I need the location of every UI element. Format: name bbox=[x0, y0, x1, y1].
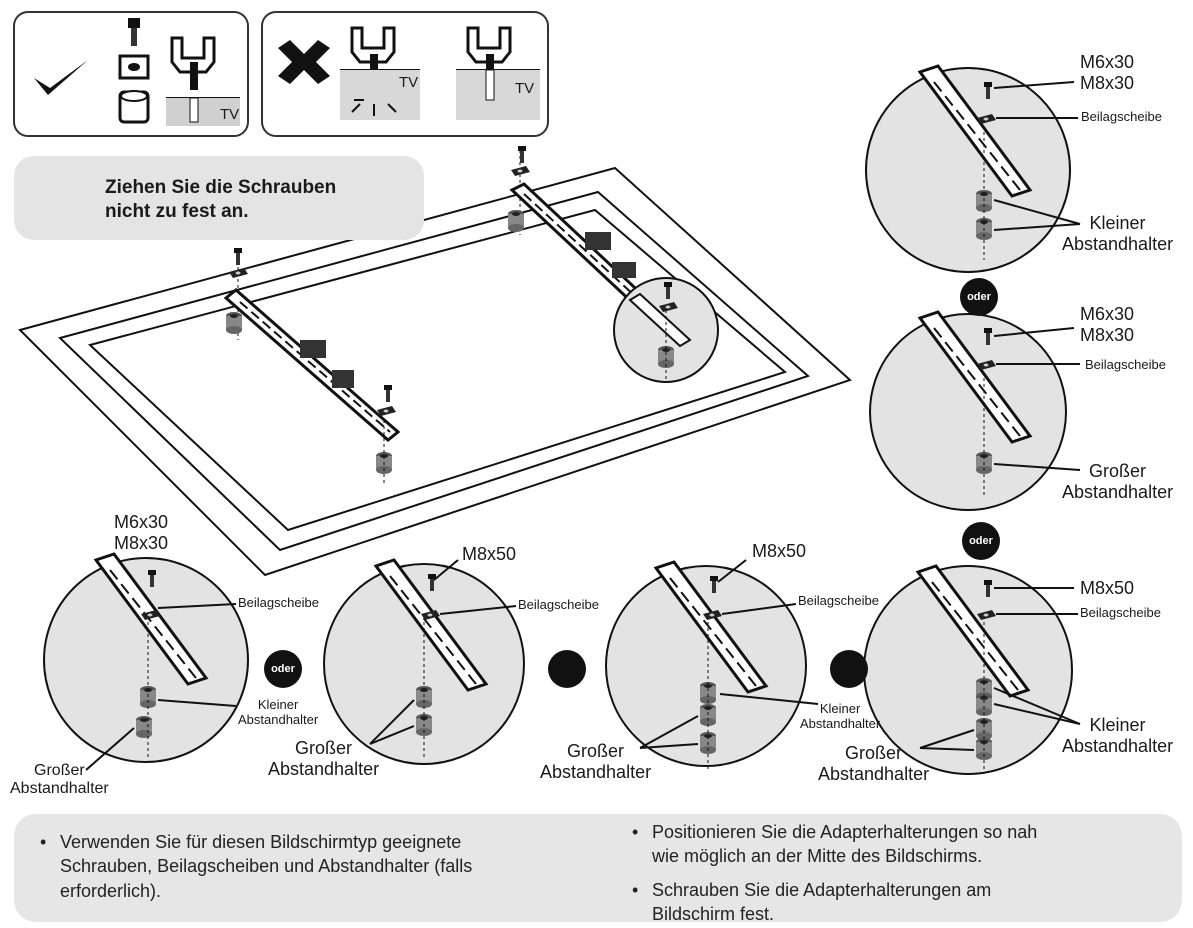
spacer-label-line: Kleiner bbox=[257, 697, 299, 712]
detail-circle-bottom-3 bbox=[605, 559, 819, 772]
bullet: • bbox=[632, 822, 639, 842]
note-line: Bildschirm fest. bbox=[652, 904, 775, 925]
washer-label: Beilagscheibe bbox=[1085, 357, 1166, 372]
tv-label: TV bbox=[399, 74, 419, 91]
spacer-label: Kleiner Abstandhalter bbox=[1062, 213, 1173, 254]
instructions-panel bbox=[14, 814, 1182, 922]
screw-size: M8x30 bbox=[114, 532, 169, 553]
warning-line-1: Ziehen Sie die Schrauben bbox=[105, 177, 337, 198]
washer-label: Beilagscheibe bbox=[518, 597, 599, 612]
separator-dot bbox=[830, 650, 868, 688]
screw-size: M6x30 bbox=[1080, 52, 1135, 72]
note-line: Positionieren Sie die Adapterhalterungen… bbox=[652, 822, 1038, 842]
screw-size-label: M8x50 bbox=[1080, 578, 1135, 598]
spacer-label-line: Kleiner bbox=[1089, 715, 1146, 735]
spacer-label-line: Großer bbox=[567, 741, 625, 761]
note-right-2: • Schrauben Sie die Adapterhalterungen a… bbox=[632, 878, 1172, 927]
cross-icon bbox=[278, 40, 330, 84]
spacer-label-line: Großer bbox=[845, 743, 903, 763]
spacer-label-line: Großer bbox=[34, 762, 85, 779]
detail-circle-right-top bbox=[865, 64, 1081, 273]
large-spacer-label: Großer Abstandhalter bbox=[10, 762, 109, 799]
spacer-label-line: Kleiner bbox=[819, 701, 861, 716]
spacer-label-line: Abstandhalter bbox=[818, 763, 930, 784]
washer-label: Beilagscheibe bbox=[238, 595, 319, 610]
oder-badge: oder bbox=[962, 522, 1000, 560]
large-spacer-label: Großer Abstandhalter bbox=[540, 741, 651, 782]
note-line: Schrauben, Beilagscheiben und Abstandhal… bbox=[60, 856, 473, 877]
screw-size: M6x30 bbox=[1080, 304, 1135, 324]
washer-label: Beilagscheibe bbox=[798, 593, 879, 608]
correct-example-panel bbox=[13, 11, 249, 137]
oder-badge: oder bbox=[960, 278, 998, 316]
screw-size-label: M6x30 M8x30 bbox=[1080, 52, 1134, 93]
screw-size: M8x30 bbox=[1080, 72, 1135, 93]
spacer-label-line: Abstandhalter bbox=[800, 715, 881, 731]
tv-label: TV bbox=[220, 106, 240, 123]
spacer-label-line: Abstandhalter bbox=[268, 758, 380, 779]
left-mounting-rail bbox=[223, 248, 401, 485]
note-line: Schrauben Sie die Adapterhalterungen am bbox=[652, 880, 992, 900]
separator-dot bbox=[548, 650, 586, 688]
small-spacer-label: Kleiner Abstandhalter bbox=[238, 697, 319, 728]
note-line: erforderlich). bbox=[60, 880, 162, 901]
warning-text: Ziehen Sie die Schrauben nicht zu fest a… bbox=[105, 176, 336, 224]
warning-banner bbox=[14, 156, 424, 240]
spacer-label: Kleiner Abstandhalter bbox=[1062, 715, 1173, 756]
spacer-label-line: Großer bbox=[295, 738, 353, 758]
spacer-label-line: Abstandhalter bbox=[238, 711, 319, 727]
spacer-label-line: Abstandhalter bbox=[10, 780, 109, 798]
note-line: wie möglich an der Mitte des Bildschirms… bbox=[652, 846, 983, 867]
large-spacer-label: Großer Abstandhalter bbox=[268, 738, 379, 779]
spacer-label-line: Abstandhalter bbox=[1062, 481, 1174, 502]
bullet: • bbox=[40, 832, 47, 852]
warning-line-2: nicht zu fest an. bbox=[105, 200, 249, 222]
spacer-label-line: Abstandhalter bbox=[540, 761, 652, 782]
spacer-label-line: Kleiner bbox=[1089, 213, 1146, 233]
detail-circle-bottom-1 bbox=[43, 552, 249, 771]
spacer-label-line: Abstandhalter bbox=[1062, 233, 1174, 254]
spacer-label: Großer Abstandhalter bbox=[1062, 461, 1173, 502]
screw-size-label: M8x50 bbox=[462, 544, 517, 564]
detail-circle-bottom-2 bbox=[323, 558, 525, 765]
oder-badge: oder bbox=[264, 650, 302, 688]
screw-size-label: M6x30 M8x30 bbox=[1080, 304, 1134, 345]
detail-circle-right-middle bbox=[869, 310, 1081, 511]
note-left: • Verwenden Sie für diesen Bildschirmtyp… bbox=[40, 830, 590, 903]
spacer-label-line: Großer bbox=[1089, 461, 1147, 481]
screw-size-label: M6x30 M8x30 bbox=[114, 512, 168, 553]
screw-size: M6x30 bbox=[114, 512, 169, 532]
tv-label: TV bbox=[515, 80, 535, 97]
small-spacer-label: Kleiner Abstandhalter bbox=[800, 701, 881, 732]
screw-size: M8x30 bbox=[1080, 324, 1135, 345]
screw-size-label: M8x50 bbox=[752, 541, 807, 561]
large-spacer-label: Großer Abstandhalter bbox=[818, 743, 929, 784]
detail-circle-right-bottom bbox=[863, 564, 1081, 775]
washer-label: Beilagscheibe bbox=[1080, 605, 1161, 620]
washer-label: Beilagscheibe bbox=[1081, 109, 1162, 124]
note-line: Verwenden Sie für diesen Bildschirmtyp g… bbox=[60, 832, 462, 852]
spacer-label-line: Abstandhalter bbox=[1062, 735, 1174, 756]
right-mounting-rail bbox=[508, 146, 719, 383]
bullet: • bbox=[632, 880, 639, 900]
note-right-1: • Positionieren Sie die Adapterhalterung… bbox=[632, 820, 1172, 869]
incorrect-example-panel bbox=[261, 11, 549, 137]
